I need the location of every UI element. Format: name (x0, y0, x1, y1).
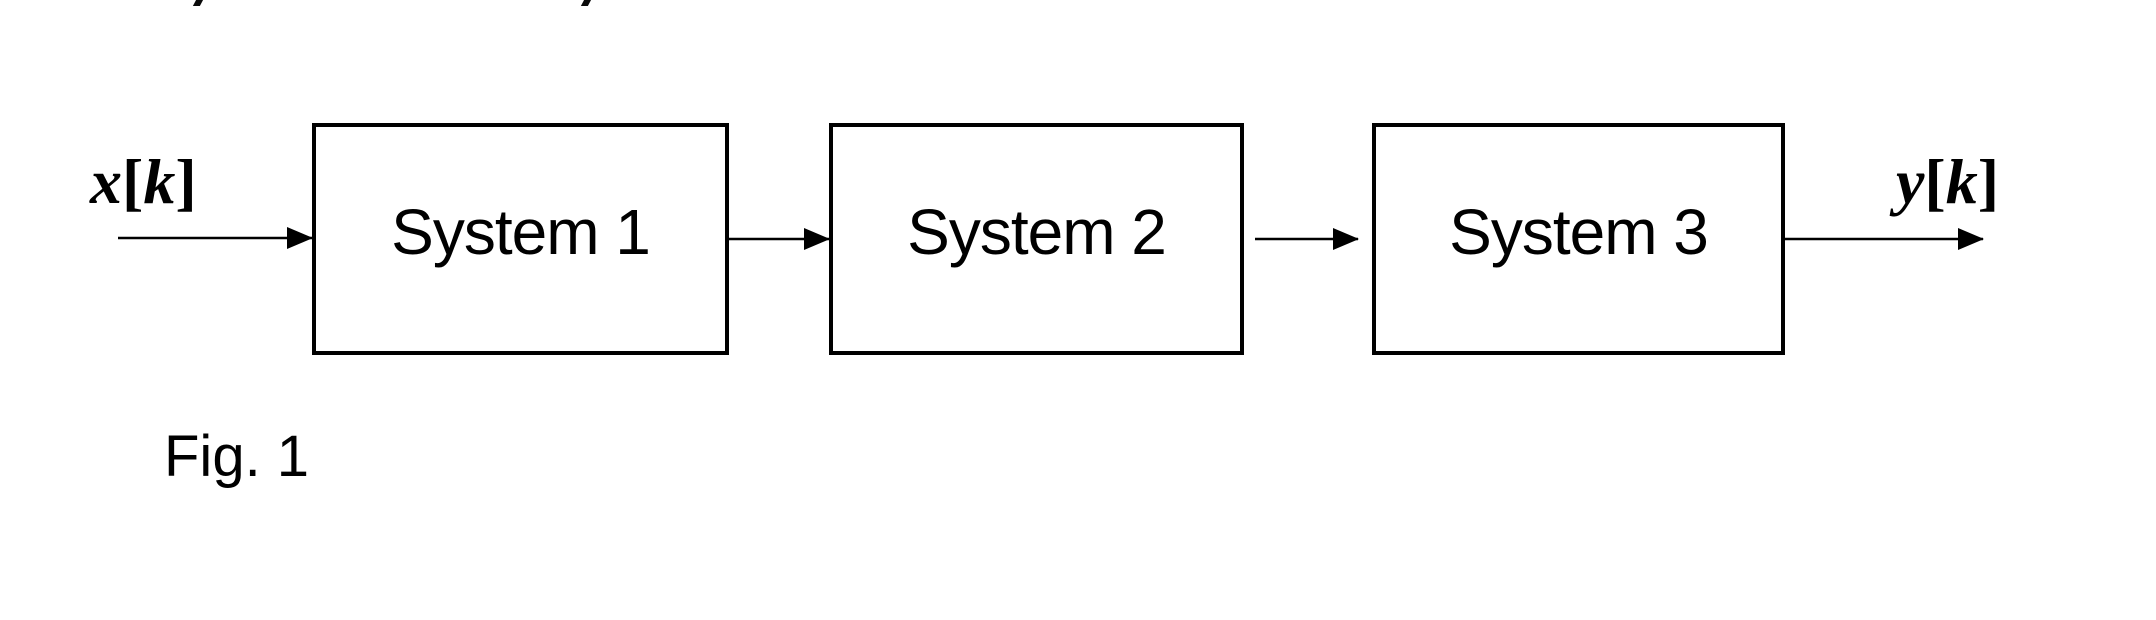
system-block-2: System 2 (829, 123, 1244, 355)
figure-caption: Fig. 1 (164, 424, 310, 489)
index-var-glyph: k (1945, 146, 1978, 217)
open-bracket-glyph: [ (1924, 146, 1946, 217)
output-var-glyph: y (1896, 146, 1925, 217)
open-bracket-glyph: [ (122, 146, 144, 217)
index-var-glyph: k (143, 146, 176, 217)
input-var-glyph: x (90, 146, 122, 217)
system-block-3: System 3 (1372, 123, 1785, 355)
output-signal-label: y[k] (1896, 150, 1999, 214)
system-block-2-label: System 2 (907, 196, 1167, 268)
system-block-3-label: System 3 (1449, 196, 1709, 268)
system-block-1-label: System 1 (391, 196, 651, 268)
input-signal-label: x[k] (90, 150, 197, 214)
close-bracket-glyph: ] (1977, 146, 2000, 217)
system-block-1: System 1 (312, 123, 729, 355)
close-bracket-glyph: ] (175, 146, 197, 217)
